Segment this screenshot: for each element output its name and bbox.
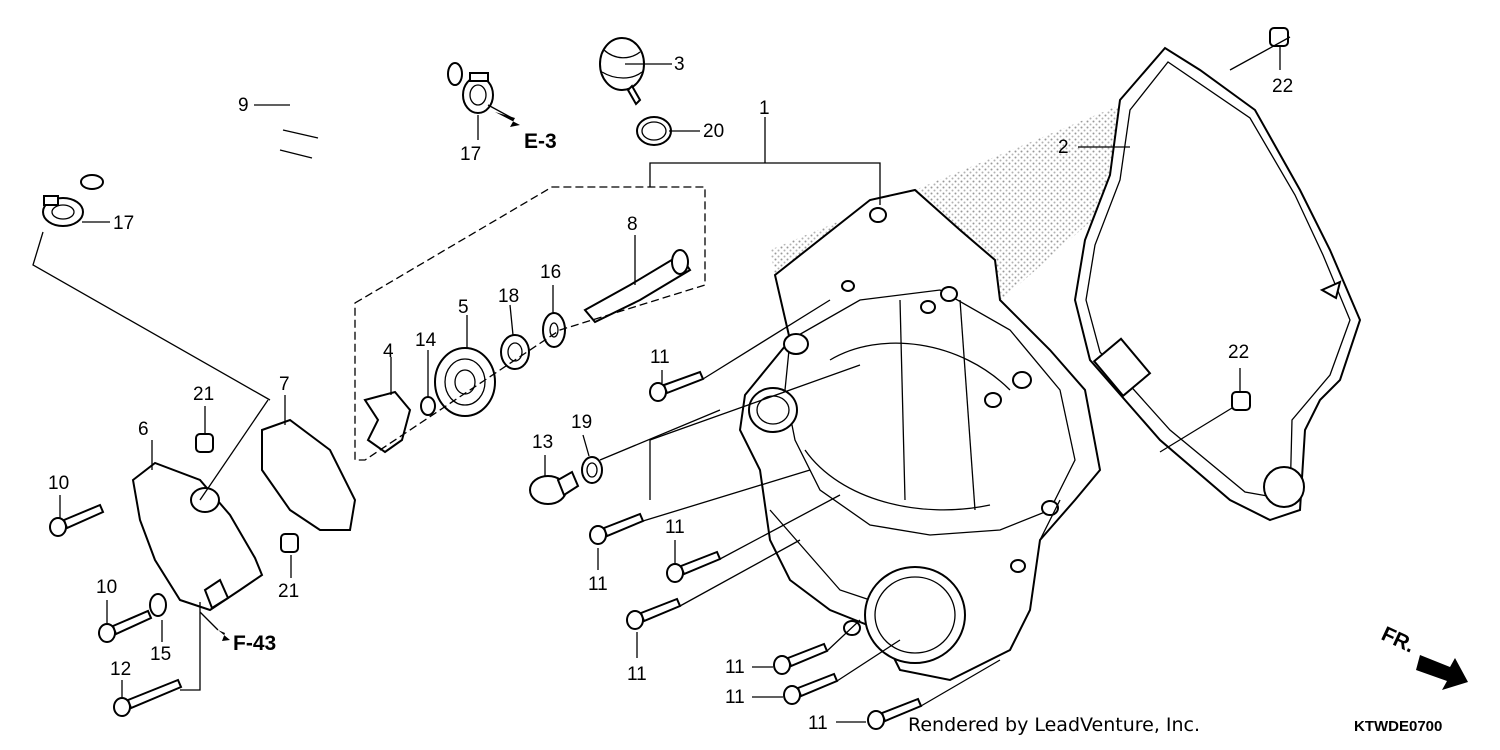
flange-bolt-10-lower	[98, 609, 153, 643]
dowel-pin-pump-lower	[280, 533, 299, 553]
right-crankcase-cover	[738, 188, 1102, 682]
callout-6: 6	[138, 419, 149, 440]
callout-11-c: 11	[665, 517, 685, 538]
front-indicator: FR.	[1378, 622, 1418, 657]
flange-bolt-11-a	[649, 370, 705, 402]
callout-2: 2	[1058, 137, 1069, 158]
callout-11-a: 11	[650, 347, 670, 368]
arrow-f43	[218, 630, 230, 641]
callout-11-d: 11	[627, 664, 647, 685]
flange-bolt-11-e	[773, 642, 829, 675]
callout-21-upper: 21	[193, 384, 214, 405]
hose-clamp-upper	[462, 72, 494, 114]
flange-bolt-11-b	[589, 512, 645, 545]
callout-20: 20	[703, 121, 724, 142]
callout-14: 14	[415, 330, 437, 351]
callout-17-lower: 17	[113, 213, 134, 234]
dowel-pin-mid	[1231, 391, 1251, 411]
dowel-pin-top	[1269, 27, 1289, 47]
credit-text: Rendered by LeadVenture, Inc.	[908, 714, 1200, 736]
seal-ring	[420, 396, 436, 416]
pump-impeller	[363, 390, 412, 454]
callout-18: 18	[498, 286, 519, 307]
callout-11-b: 11	[588, 574, 608, 595]
callout-1: 1	[759, 98, 770, 119]
pump-internals-bracket	[354, 186, 706, 461]
reference-f43: F-43	[233, 632, 276, 655]
callout-8: 8	[627, 214, 638, 235]
flange-bolt-11-f	[783, 672, 839, 705]
drain-bolt	[529, 470, 580, 505]
callout-21-lower: 21	[278, 581, 299, 602]
reference-e3: E-3	[524, 130, 557, 153]
flange-bolt-10-upper	[49, 503, 105, 537]
sealing-washer-15	[149, 593, 167, 617]
callout-12: 12	[110, 659, 131, 680]
water-pump-shaft	[583, 249, 692, 324]
callout-15: 15	[150, 644, 171, 665]
callout-5: 5	[458, 297, 469, 318]
thrust-washer	[542, 312, 566, 348]
callout-10-upper: 10	[48, 473, 69, 494]
water-pump-cover-gasket	[261, 418, 357, 531]
water-hose	[76, 48, 463, 207]
callout-16: 16	[540, 262, 561, 283]
callout-22-mid: 22	[1228, 342, 1249, 363]
arrow-e3	[495, 112, 520, 127]
callout-11-g: 11	[808, 713, 828, 734]
drain-bolt-washer	[581, 456, 603, 484]
mechanical-seal	[434, 347, 496, 417]
flange-bolt-11-d	[626, 597, 682, 630]
callout-7: 7	[279, 374, 290, 395]
flange-bolt-11-c	[666, 550, 722, 583]
cover-gasket	[1073, 46, 1362, 522]
callout-11-e: 11	[725, 657, 745, 678]
leader-lines	[32, 36, 1291, 723]
flange-bolt-12	[113, 678, 183, 717]
water-pump-cover	[131, 461, 264, 612]
diagram-code: KTWDE0700	[1354, 718, 1442, 735]
dowel-pin-pump-upper	[195, 433, 214, 453]
front-arrow	[1416, 655, 1468, 690]
callout-10-lower: 10	[96, 577, 117, 598]
callout-13: 13	[532, 432, 553, 453]
callout-4: 4	[383, 341, 394, 362]
callout-3: 3	[674, 54, 685, 75]
shaft-bearing	[500, 334, 530, 370]
callout-22-top: 22	[1272, 76, 1293, 97]
hose-clamp-lower	[42, 195, 84, 227]
callout-17-upper: 17	[460, 144, 481, 165]
oil-filler-cap	[599, 37, 645, 106]
callout-19: 19	[571, 412, 592, 433]
callout-9: 9	[238, 95, 249, 116]
callout-11-f: 11	[725, 687, 745, 708]
